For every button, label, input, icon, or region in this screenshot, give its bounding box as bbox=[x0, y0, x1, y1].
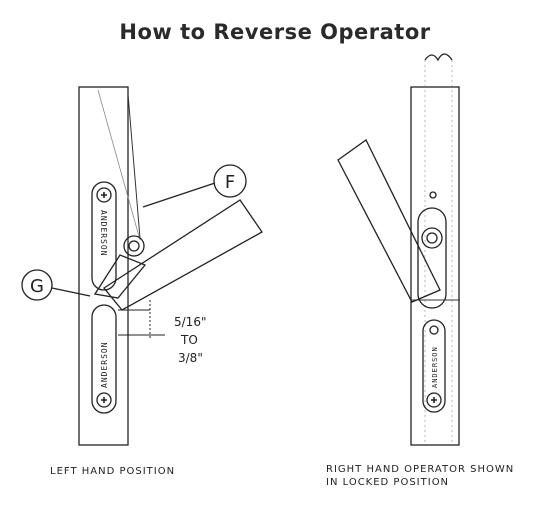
callout-f-circle bbox=[213, 164, 247, 198]
right-lower-plate bbox=[422, 319, 446, 413]
left-upper-plate bbox=[91, 181, 117, 291]
dimension-label-1: 5/16" bbox=[174, 315, 206, 329]
left-hand-diagram bbox=[21, 86, 263, 446]
left-lower-brand: ANDERSON bbox=[100, 341, 109, 388]
left-pivot bbox=[123, 235, 145, 257]
left-lower-plate bbox=[91, 304, 117, 414]
left-lower-screw bbox=[96, 392, 112, 408]
dimension-label-3: 3/8" bbox=[178, 351, 203, 365]
right-upper-plate bbox=[417, 207, 447, 309]
callout-g-label: G bbox=[30, 276, 44, 297]
callout-f-label: F bbox=[225, 172, 235, 193]
left-upper-screw bbox=[96, 187, 112, 203]
right-link-screw bbox=[429, 325, 439, 335]
right-hand-diagram bbox=[337, 53, 460, 446]
right-caption: RIGHT HAND OPERATOR SHOWN IN LOCKED POSI… bbox=[326, 463, 514, 489]
left-upper-brand: ANDERSON bbox=[99, 210, 108, 257]
right-lower-brand: ANDERSON bbox=[431, 346, 439, 388]
callout-f-leader bbox=[142, 182, 216, 208]
left-caption: LEFT HAND POSITION bbox=[50, 466, 176, 477]
callout-g-circle bbox=[21, 269, 53, 301]
right-caption-line1: RIGHT HAND OPERATOR SHOWN bbox=[326, 464, 515, 475]
right-pivot bbox=[421, 227, 443, 249]
right-caption-line2: IN LOCKED POSITION bbox=[326, 477, 450, 488]
left-operator-arm bbox=[103, 199, 263, 311]
diagram-title: How to Reverse Operator bbox=[119, 20, 431, 44]
callout-g-leader bbox=[51, 287, 91, 297]
right-operator-arm bbox=[337, 139, 441, 303]
right-lower-screw bbox=[426, 392, 442, 408]
left-jamb bbox=[78, 86, 129, 446]
right-jamb bbox=[410, 86, 460, 446]
dimension-label-2: TO bbox=[180, 333, 198, 347]
